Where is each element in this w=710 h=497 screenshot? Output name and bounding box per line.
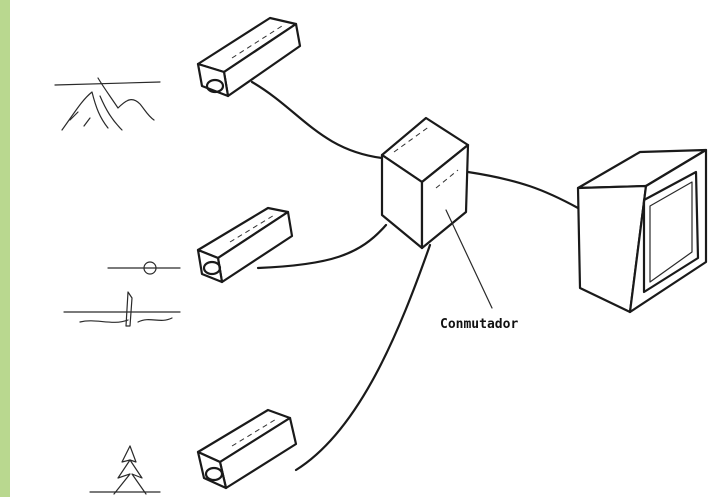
left-accent-bar [0,0,10,497]
monitor-icon [576,148,708,314]
camera-2-icon [196,206,294,284]
switch-label-pointer [445,209,493,309]
camera-3-icon [196,408,298,490]
aircraft-scene-icon [63,261,181,327]
tree-scene-icon [89,445,161,495]
cable-camera-1 [250,80,384,160]
cable-camera-3 [294,243,432,472]
cable-camera-2 [256,223,388,270]
switch-label: Conmutador [440,317,518,332]
switch-box-icon [380,116,470,250]
cable-monitor [466,170,580,210]
camera-1-icon [196,16,302,98]
terrain-scene-icon [54,77,161,131]
